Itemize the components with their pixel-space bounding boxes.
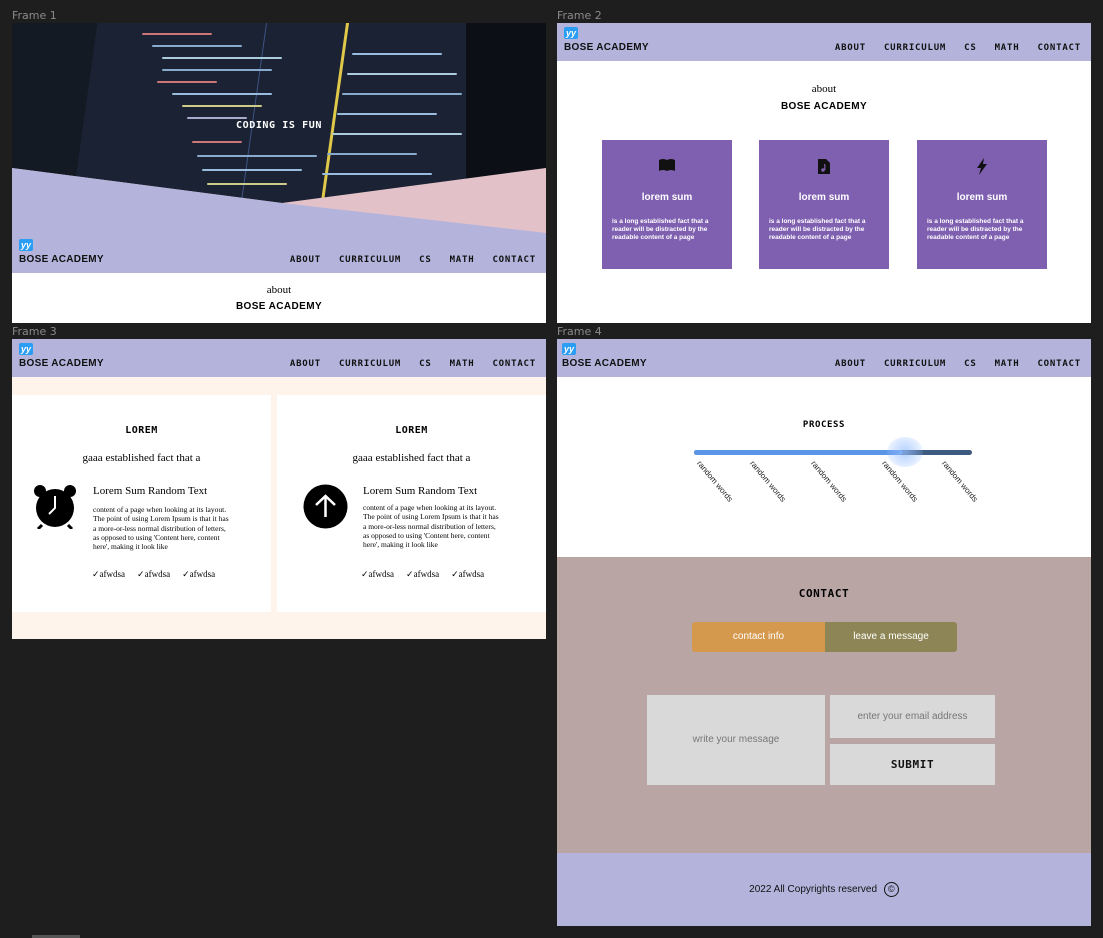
- frame-2[interactable]: yy BOSE ACADEMY ABOUT CURRICULUM CS MATH…: [557, 23, 1091, 323]
- nav-about[interactable]: ABOUT: [834, 43, 866, 53]
- copyright-icon: ©: [883, 882, 899, 897]
- check-item-3[interactable]: ✓afwdsa: [451, 569, 485, 579]
- nav-curriculum[interactable]: CURRICULUM: [338, 255, 402, 265]
- contact-title: CONTACT: [798, 587, 850, 600]
- process-title: PROCESS: [802, 420, 846, 430]
- nav-curriculum[interactable]: CURRICULUM: [338, 359, 402, 369]
- frame3-nav: yy BOSE ACADEMY ABOUT CURRICULUM CS MATH…: [12, 339, 546, 377]
- nav-math[interactable]: MATH: [449, 255, 475, 265]
- nav-contact[interactable]: CONTACT: [492, 255, 536, 265]
- brand-name[interactable]: BOSE ACADEMY: [564, 42, 649, 53]
- logo-icon[interactable]: yy: [19, 239, 33, 251]
- nav-about[interactable]: ABOUT: [289, 359, 321, 369]
- lightning-icon: [917, 158, 1047, 180]
- feature-title: lorem sum: [798, 192, 850, 203]
- frame-3[interactable]: yy BOSE ACADEMY ABOUT CURRICULUM CS MATH…: [12, 339, 546, 639]
- card-subtitle: gaaa established fact that a: [82, 452, 201, 464]
- about-big: BOSE ACADEMY: [235, 301, 323, 312]
- nav-contact[interactable]: CONTACT: [1037, 359, 1081, 369]
- hero-title: CODING IS FUN: [235, 120, 323, 131]
- feature-title: lorem sum: [956, 192, 1008, 203]
- submit-button[interactable]: SUBMIT: [830, 744, 995, 785]
- nav-cs[interactable]: CS: [419, 255, 432, 265]
- card-heading: Lorem Sum Random Text: [363, 485, 478, 497]
- hero-wave-shape: [12, 168, 546, 273]
- check-item-1[interactable]: ✓afwdsa: [92, 569, 126, 579]
- card-title: LOREM: [125, 425, 158, 436]
- nav-curriculum[interactable]: CURRICULUM: [883, 359, 947, 369]
- nav-curriculum[interactable]: CURRICULUM: [883, 43, 947, 53]
- frame-1-label: Frame 1: [12, 9, 57, 22]
- feature-card-3[interactable]: lorem sum is a long established fact tha…: [917, 140, 1047, 269]
- frame2-nav: yy BOSE ACADEMY ABOUT CURRICULUM CS MATH…: [557, 23, 1091, 61]
- process-fill: [694, 450, 903, 455]
- feature-card-1[interactable]: lorem sum is a long established fact tha…: [602, 140, 732, 269]
- feature-text: is a long established fact that a reader…: [612, 218, 709, 241]
- card-subtitle: gaaa established fact that a: [352, 452, 471, 464]
- nav-contact[interactable]: CONTACT: [492, 359, 536, 369]
- nav-cs[interactable]: CS: [419, 359, 432, 369]
- frame-4-label: Frame 4: [557, 325, 602, 338]
- logo-icon[interactable]: yy: [564, 27, 578, 39]
- feature-text: is a long established fact that a reader…: [927, 218, 1024, 241]
- brand-name[interactable]: BOSE ACADEMY: [19, 358, 104, 369]
- frame-1[interactable]: CODING IS FUN yy BOSE ACADEMY ABOUT CURR…: [12, 23, 546, 323]
- process-track: [694, 450, 972, 455]
- check-item-2[interactable]: ✓afwdsa: [137, 569, 171, 579]
- about-small: about: [266, 284, 292, 296]
- check-item-1[interactable]: ✓afwdsa: [361, 569, 395, 579]
- frame-2-label: Frame 2: [557, 9, 602, 22]
- check-item-3[interactable]: ✓afwdsa: [182, 569, 216, 579]
- music-file-icon: [759, 158, 889, 180]
- nav-about[interactable]: ABOUT: [834, 359, 866, 369]
- nav-about[interactable]: ABOUT: [289, 255, 321, 265]
- card-heading: Lorem Sum Random Text: [93, 485, 208, 497]
- info-card-2[interactable]: LOREM gaaa established fact that a Lorem…: [277, 395, 546, 612]
- brand-name[interactable]: BOSE ACADEMY: [562, 358, 647, 369]
- process-step-5: random words: [940, 459, 980, 504]
- info-card-1[interactable]: LOREM gaaa established fact that a Lorem…: [12, 395, 271, 612]
- feature-title: lorem sum: [641, 192, 693, 203]
- frame1-nav: yy BOSE ACADEMY ABOUT CURRICULUM CS MATH…: [12, 236, 546, 273]
- nav-math[interactable]: MATH: [994, 43, 1020, 53]
- tab-leave-message[interactable]: leave a message: [825, 622, 957, 652]
- about-big: BOSE ACADEMY: [780, 101, 868, 112]
- about-small: about: [811, 83, 837, 95]
- logo-icon[interactable]: yy: [562, 343, 576, 355]
- card-title: LOREM: [395, 425, 428, 436]
- message-field[interactable]: write your message: [647, 695, 825, 785]
- frame-3-label: Frame 3: [12, 325, 57, 338]
- card-body: content of a page when looking at its la…: [363, 503, 499, 550]
- brand-name[interactable]: BOSE ACADEMY: [19, 254, 104, 265]
- alarm-clock-icon: [32, 483, 78, 534]
- arrow-up-circle-icon: [303, 484, 348, 534]
- process-glow: [887, 437, 923, 467]
- footer: 2022 All Copyrights reserved ©: [557, 853, 1091, 926]
- email-field[interactable]: enter your email address: [830, 695, 995, 738]
- tab-contact-info[interactable]: contact info: [692, 622, 825, 652]
- frame-4[interactable]: yy BOSE ACADEMY ABOUT CURRICULUM CS MATH…: [557, 339, 1091, 926]
- bottom-scroll-indicator[interactable]: [32, 935, 80, 938]
- card-body: content of a page when looking at its la…: [93, 505, 229, 552]
- feature-card-2[interactable]: lorem sum is a long established fact tha…: [759, 140, 889, 269]
- book-icon: [602, 158, 732, 177]
- process-step-3: random words: [809, 459, 849, 504]
- process-step-2: random words: [748, 459, 788, 504]
- nav-cs[interactable]: CS: [964, 359, 977, 369]
- process-step-1: random words: [695, 459, 735, 504]
- check-item-2[interactable]: ✓afwdsa: [406, 569, 440, 579]
- nav-math[interactable]: MATH: [449, 359, 475, 369]
- feature-text: is a long established fact that a reader…: [769, 218, 866, 241]
- frame4-nav: yy BOSE ACADEMY ABOUT CURRICULUM CS MATH…: [557, 339, 1091, 377]
- logo-icon[interactable]: yy: [19, 343, 33, 355]
- footer-text: 2022 All Copyrights reserved: [749, 884, 878, 895]
- nav-cs[interactable]: CS: [964, 43, 977, 53]
- nav-contact[interactable]: CONTACT: [1037, 43, 1081, 53]
- nav-math[interactable]: MATH: [994, 359, 1020, 369]
- contact-section: CONTACT contact info leave a message wri…: [557, 557, 1091, 853]
